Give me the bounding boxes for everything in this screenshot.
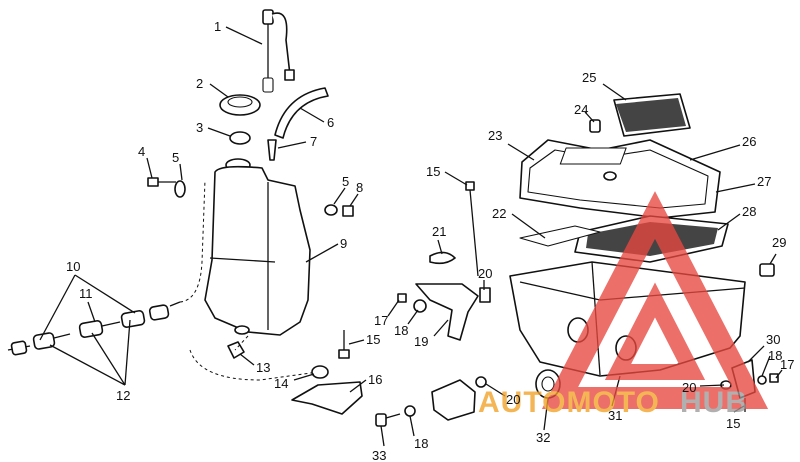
bolt-4: [147, 177, 186, 198]
automotohub-watermark: AUTOMOTO HUB: [478, 191, 769, 419]
clip-21: [429, 251, 456, 265]
bracket-16: [291, 381, 363, 415]
callout: 7: [310, 134, 317, 149]
callout: 1: [214, 19, 221, 34]
fitting-20-upper: [479, 287, 491, 303]
callout: 26: [742, 134, 756, 149]
callout: 23: [488, 128, 502, 143]
callout: 28: [742, 204, 756, 219]
callout: 6: [327, 115, 334, 130]
bolt-33: [375, 405, 416, 427]
callout: 4: [138, 144, 145, 159]
bolt-17-18-left: [397, 293, 427, 313]
callout: 20: [478, 266, 492, 281]
grommet-14: [311, 365, 329, 379]
callout: 11: [79, 286, 93, 301]
callout: 5: [172, 150, 179, 165]
seal-22: [519, 225, 601, 247]
callout: 29: [772, 235, 786, 250]
callout: 30: [766, 332, 780, 347]
callout: 13: [256, 360, 270, 375]
callout: 2: [196, 76, 203, 91]
callout: 3: [196, 120, 203, 135]
callout: 9: [340, 236, 347, 251]
callout: 20: [506, 392, 520, 407]
cap-gasket: [229, 131, 251, 145]
callout: 18: [394, 323, 408, 338]
oil-tank: [204, 158, 311, 336]
watermark-word-gray: HUB: [680, 386, 748, 419]
callout: 31: [608, 408, 622, 423]
washer-nut-right: [324, 204, 354, 217]
callout: 25: [582, 70, 596, 85]
oil-line-filter: [7, 179, 319, 381]
bolt-15-upper: [465, 181, 479, 277]
airbox-lid: [519, 139, 721, 219]
fuel-gauge-sender: [262, 9, 295, 93]
watermark-triangle-inner: [604, 282, 706, 380]
callout: 10: [66, 259, 80, 274]
callout: 21: [432, 224, 446, 239]
callout: 15: [426, 164, 440, 179]
callout: 18: [414, 436, 428, 451]
callout: 24: [574, 102, 588, 117]
callout: 22: [492, 206, 506, 221]
callout: 18: [768, 348, 782, 363]
callout: 14: [274, 376, 288, 391]
callout: 5: [342, 174, 349, 189]
callout: 20: [682, 380, 696, 395]
vent-fitting: [267, 139, 277, 161]
bolt-15-lower: [338, 330, 350, 359]
fuel-cap: [219, 94, 261, 116]
callout: 16: [368, 372, 382, 387]
callout-labels: 1 2 3 4 5 6 7 5 8 9 10 11 12 13 14 15 16…: [66, 19, 794, 462]
callout: 32: [536, 430, 550, 445]
callout: 12: [116, 388, 130, 403]
callout: 15: [366, 332, 380, 347]
leader-lines-10-12: [39, 274, 136, 386]
air-filter-25: [613, 93, 691, 137]
callout: 17: [374, 313, 388, 328]
watermark-word-orange: AUTOMOTO: [478, 386, 660, 419]
callout: 15: [726, 416, 740, 431]
bracket-19: [415, 283, 479, 341]
callout: 33: [372, 448, 386, 462]
vent-hose: [274, 87, 329, 139]
bracket-lower-center: [431, 376, 487, 421]
callout: 27: [757, 174, 771, 189]
callout: 19: [414, 334, 428, 349]
fastener-24: [589, 119, 601, 133]
callout: 17: [780, 357, 794, 372]
clip-29: [759, 263, 775, 277]
watermark-triangle-outer: [541, 191, 769, 409]
callout: 8: [356, 180, 363, 195]
